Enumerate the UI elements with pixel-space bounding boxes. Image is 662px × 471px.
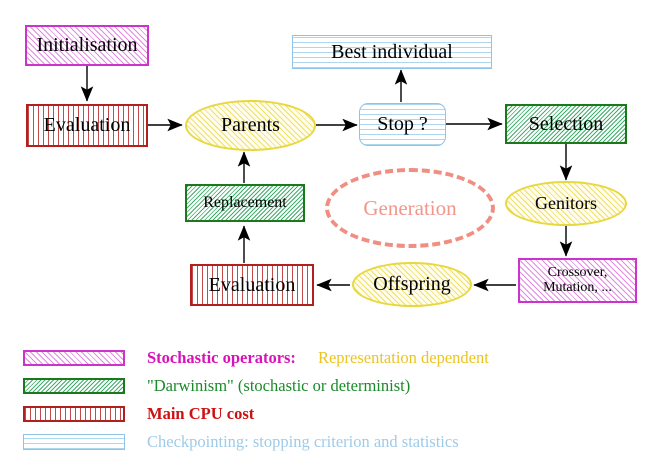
node-genitors[interactable]: Genitors bbox=[505, 181, 627, 226]
node-generation-annotation: Generation bbox=[325, 168, 495, 248]
node-offspring[interactable]: Offspring bbox=[352, 262, 472, 307]
legend-swatch-red-vertical-hatch-icon bbox=[23, 406, 125, 422]
node-evaluation-bottom-label: Evaluation bbox=[208, 273, 296, 296]
node-crossover-mutation[interactable]: Crossover, Mutation, ... bbox=[518, 258, 637, 303]
node-best-individual-label: Best individual bbox=[331, 40, 453, 63]
legend-row-main-cpu-cost: Main CPU cost bbox=[23, 402, 254, 426]
legend-swatch-green-diagonal-hatch-icon bbox=[23, 378, 125, 394]
node-parents-label: Parents bbox=[221, 114, 280, 136]
node-crossover-mutation-label: Crossover, Mutation, ... bbox=[543, 264, 612, 295]
node-parents[interactable]: Parents bbox=[185, 100, 316, 151]
node-offspring-label: Offspring bbox=[373, 273, 451, 295]
node-best-individual[interactable]: Best individual bbox=[292, 35, 492, 69]
legend-row-checkpointing: Checkpointing: stopping criterion and st… bbox=[23, 430, 459, 454]
legend-row-stochastic-operators: Stochastic operators: Representation dep… bbox=[23, 346, 489, 370]
legend-swatch-blue-horizontal-hatch-icon bbox=[23, 434, 125, 450]
legend-swatch-magenta-diagonal-hatch-icon bbox=[23, 350, 125, 366]
node-stop[interactable]: Stop ? bbox=[359, 103, 446, 146]
node-initialisation-label: Initialisation bbox=[36, 34, 138, 56]
legend-row-darwinism: "Darwinism" (stochastic or determinist) bbox=[23, 374, 410, 398]
node-evaluation-top[interactable]: Evaluation bbox=[26, 104, 148, 147]
node-replacement-label: Replacement bbox=[203, 193, 287, 211]
node-initialisation[interactable]: Initialisation bbox=[25, 25, 149, 66]
node-replacement[interactable]: Replacement bbox=[185, 184, 305, 222]
node-genitors-label: Genitors bbox=[535, 193, 597, 214]
node-evaluation-bottom[interactable]: Evaluation bbox=[190, 264, 314, 306]
node-evaluation-top-label: Evaluation bbox=[43, 114, 131, 136]
node-selection-label: Selection bbox=[528, 112, 604, 135]
legend-label-representation-dependent: Representation dependent bbox=[317, 348, 489, 367]
legend-label-checkpointing: Checkpointing: stopping criterion and st… bbox=[147, 432, 459, 451]
legend-label-main-cpu-cost: Main CPU cost bbox=[147, 404, 255, 423]
node-stop-label: Stop ? bbox=[377, 113, 428, 135]
legend-label-darwinism: "Darwinism" (stochastic or determinist) bbox=[147, 376, 411, 395]
node-selection[interactable]: Selection bbox=[505, 104, 627, 144]
legend-label-stochastic-operators: Stochastic operators: bbox=[147, 348, 296, 367]
node-generation-label: Generation bbox=[363, 195, 457, 220]
